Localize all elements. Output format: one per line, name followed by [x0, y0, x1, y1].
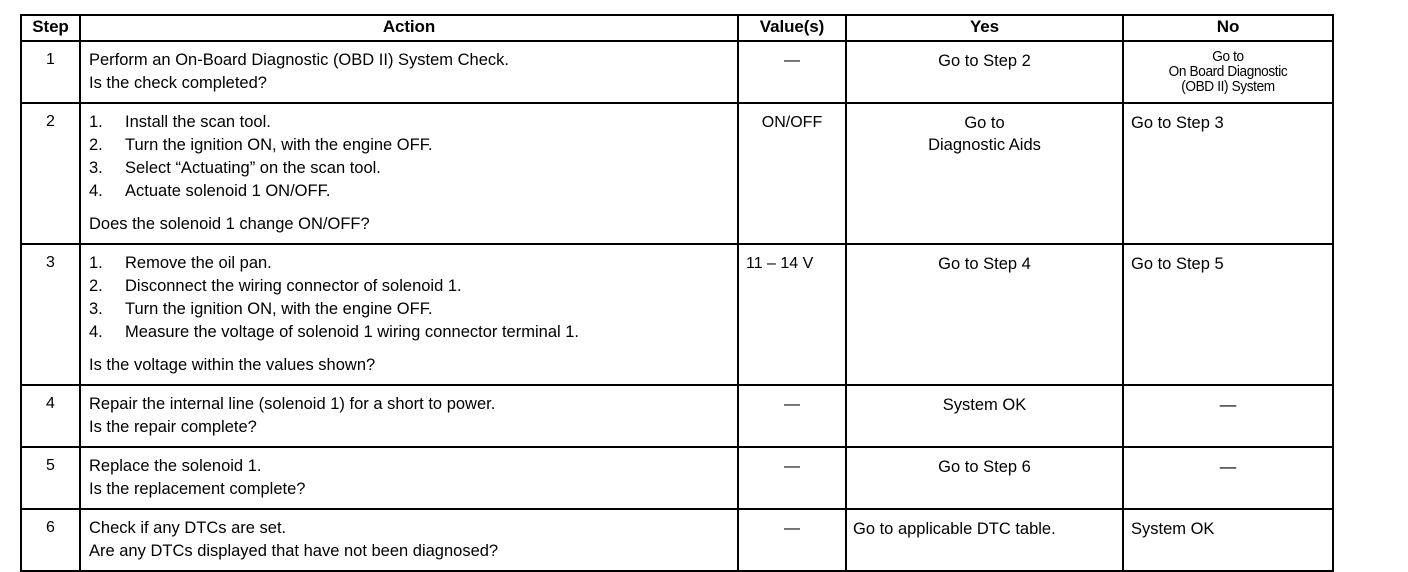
action-cell: Check if any DTCs are set. Are any DTCs …	[79, 508, 739, 572]
action-question: Does the solenoid 1 change ON/OFF?	[89, 215, 370, 233]
procedure-list: 1. Install the scan tool. 2. Turn the ig…	[89, 111, 731, 203]
no-cell: —	[1122, 446, 1334, 510]
yes-cell: Go to Diagnostic Aids	[845, 102, 1124, 245]
list-item: 4. Measure the voltage of solenoid 1 wir…	[89, 321, 731, 344]
table-row: 3 1. Remove the oil pan. 2. Disconnect t…	[20, 243, 1334, 386]
value-cell: —	[737, 446, 847, 510]
reference-line: On Board Diagnostic	[1168, 64, 1288, 80]
no-cell: —	[1122, 384, 1334, 448]
step-number: 1	[20, 40, 81, 104]
diagnostic-procedure-table: Step Action Value(s) Yes No 1 Perform an…	[20, 14, 1334, 572]
action-cell: Repair the internal line (solenoid 1) fo…	[79, 384, 739, 448]
list-text: Remove the oil pan.	[125, 254, 272, 272]
list-marker: 1.	[89, 254, 103, 272]
no-cell: Go to Step 5	[1122, 243, 1334, 386]
action-cell: Replace the solenoid 1. Is the replaceme…	[79, 446, 739, 510]
list-marker: 2.	[89, 277, 103, 295]
column-header-no: No	[1122, 14, 1334, 42]
step-number: 4	[20, 384, 81, 448]
list-text: Turn the ignition ON, with the engine OF…	[125, 136, 433, 154]
value-cell: —	[737, 40, 847, 104]
procedure-list: 1. Remove the oil pan. 2. Disconnect the…	[89, 252, 731, 344]
no-cell: Go to On Board Diagnostic (OBD II) Syste…	[1122, 40, 1334, 104]
list-item: 3. Select “Actuating” on the scan tool.	[89, 157, 731, 180]
list-text: Disconnect the wiring connector of solen…	[125, 277, 462, 295]
list-text: Turn the ignition ON, with the engine OF…	[125, 300, 433, 318]
step-number: 3	[20, 243, 81, 386]
action-question: Is the replacement complete?	[89, 480, 306, 498]
value-cell: —	[737, 384, 847, 448]
yes-line: Diagnostic Aids	[928, 136, 1041, 154]
column-header-yes: Yes	[845, 14, 1124, 42]
list-marker: 1.	[89, 113, 103, 131]
list-item: 2. Disconnect the wiring connector of so…	[89, 275, 731, 298]
action-line: Check if any DTCs are set.	[89, 519, 287, 537]
reference-line: Go to	[1212, 49, 1244, 65]
value-cell: —	[737, 508, 847, 572]
action-question: Is the check completed?	[89, 74, 267, 92]
column-header-value: Value(s)	[737, 14, 847, 42]
action-question: Is the repair complete?	[89, 418, 257, 436]
list-text: Select “Actuating” on the scan tool.	[125, 159, 381, 177]
step-number: 2	[20, 102, 81, 245]
table-row: 2 1. Install the scan tool. 2. Turn the …	[20, 102, 1334, 245]
list-marker: 2.	[89, 136, 103, 154]
list-text: Actuate solenoid 1 ON/OFF.	[125, 182, 331, 200]
list-marker: 4.	[89, 182, 103, 200]
action-line: Replace the solenoid 1.	[89, 457, 262, 475]
yes-cell: Go to Step 6	[845, 446, 1124, 510]
step-number: 6	[20, 508, 81, 572]
table-header-row: Step Action Value(s) Yes No	[20, 14, 1334, 42]
list-text: Install the scan tool.	[125, 113, 271, 131]
yes-line: Go to	[964, 114, 1005, 132]
table-row: 4 Repair the internal line (solenoid 1) …	[20, 384, 1334, 448]
value-cell: ON/OFF	[737, 102, 847, 245]
list-text: Measure the voltage of solenoid 1 wiring…	[125, 323, 579, 341]
column-header-action: Action	[79, 14, 739, 42]
action-cell: 1. Install the scan tool. 2. Turn the ig…	[79, 102, 739, 245]
table-row: 5 Replace the solenoid 1. Is the replace…	[20, 446, 1334, 510]
yes-cell: Go to Step 4	[845, 243, 1124, 386]
no-cell: Go to Step 3	[1122, 102, 1334, 245]
reference-line: (OBD II) System	[1181, 79, 1275, 95]
yes-cell: Go to Step 2	[845, 40, 1124, 104]
list-item: 3. Turn the ignition ON, with the engine…	[89, 298, 731, 321]
diagnostic-table-page: Step Action Value(s) Yes No 1 Perform an…	[20, 14, 1334, 572]
list-marker: 4.	[89, 323, 103, 341]
reference-block: Go to On Board Diagnostic (OBD II) Syste…	[1134, 50, 1322, 95]
list-marker: 3.	[89, 300, 103, 318]
action-question: Is the voltage within the values shown?	[89, 356, 376, 374]
column-header-step: Step	[20, 14, 81, 42]
list-marker: 3.	[89, 159, 103, 177]
table-row: 6 Check if any DTCs are set. Are any DTC…	[20, 508, 1334, 572]
action-cell: Perform an On-Board Diagnostic (OBD II) …	[79, 40, 739, 104]
list-item: 4. Actuate solenoid 1 ON/OFF.	[89, 180, 731, 203]
list-item: 1. Remove the oil pan.	[89, 252, 731, 275]
yes-cell: Go to applicable DTC table.	[845, 508, 1124, 572]
table-row: 1 Perform an On-Board Diagnostic (OBD II…	[20, 40, 1334, 104]
action-line: Perform an On-Board Diagnostic (OBD II) …	[89, 51, 509, 69]
list-item: 2. Turn the ignition ON, with the engine…	[89, 134, 731, 157]
list-item: 1. Install the scan tool.	[89, 111, 731, 134]
action-cell: 1. Remove the oil pan. 2. Disconnect the…	[79, 243, 739, 386]
action-line: Repair the internal line (solenoid 1) fo…	[89, 395, 496, 413]
no-cell: System OK	[1122, 508, 1334, 572]
yes-cell: System OK	[845, 384, 1124, 448]
step-number: 5	[20, 446, 81, 510]
value-cell: 11 – 14 V	[737, 243, 847, 386]
